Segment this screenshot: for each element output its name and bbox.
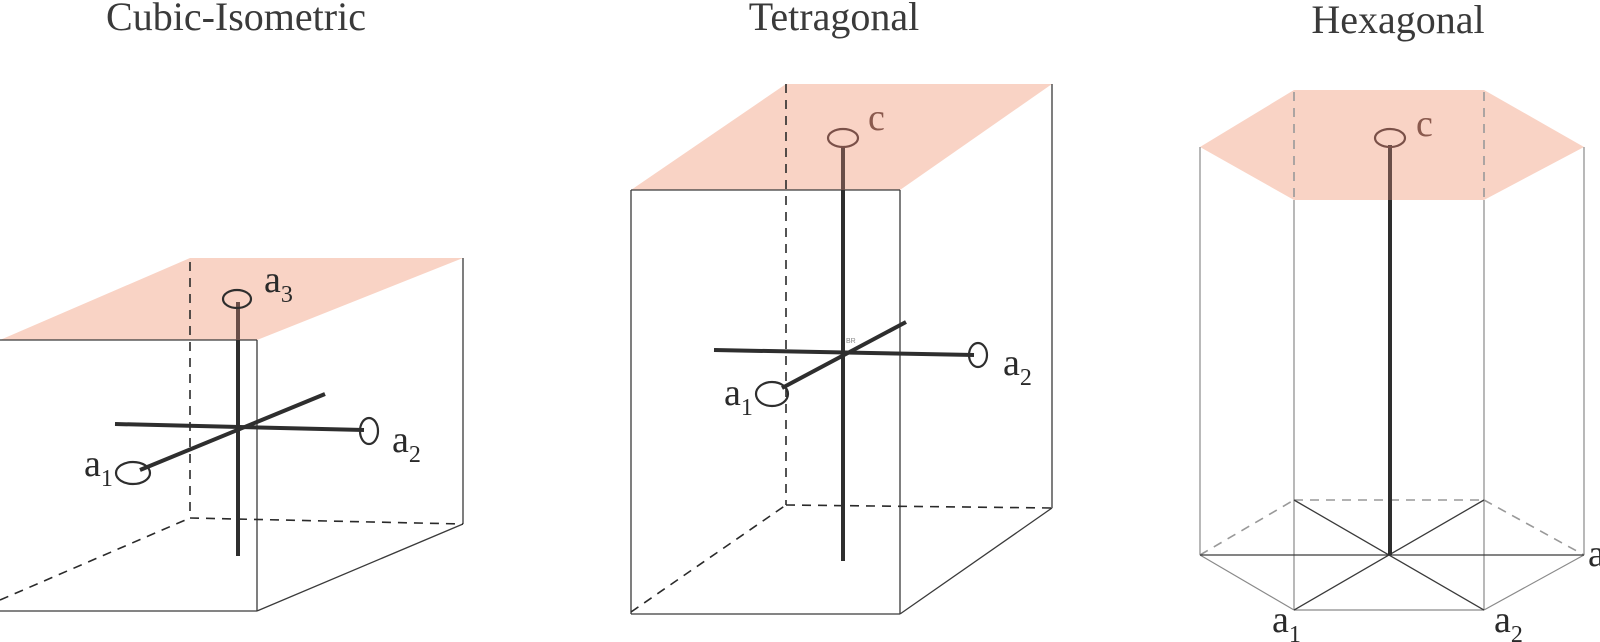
tetragonal-center-mark: BR [846,338,856,345]
cubic-a2-axis-end [358,416,380,446]
tetragonal-c-axis-end [826,127,860,149]
tetragonal-label-a1: a1 [724,372,753,421]
cubic-title: Cubic-Isometric [106,0,366,39]
hexagonal-label-a3-partial: a [1588,533,1600,575]
cubic-label-a3: a3 [264,259,293,308]
hexagonal-c-axis-end [1373,127,1407,149]
tetragonal-a2-axis-end [967,341,989,369]
tetragonal-box-edges [630,84,1053,615]
cubic-label-a2: a2 [392,419,421,468]
cubic-box-edges [0,258,464,612]
hexagonal-prism-edges [1199,147,1585,610]
hexagonal-top-hidden-edges [1293,92,1485,200]
cubic-a3-axis-end [221,288,253,310]
hexagonal-label-a1: a1 [1272,599,1301,642]
hexagonal-title: Hexagonal [1311,0,1484,42]
cubic-axes [114,302,365,556]
cubic-label-a1: a1 [84,443,113,492]
hexagonal-label-a2: a2 [1494,599,1523,642]
tetragonal-label-c: c [868,97,885,139]
cubic-hidden-edges [0,262,464,601]
tetragonal-label-a2: a2 [1003,342,1032,391]
tetragonal-axes [713,146,975,561]
tetragonal-panel: Tetragonal BR c a2 a1 [630,0,1053,615]
tetragonal-title: Tetragonal [749,0,919,39]
cubic-panel: Cubic-Isometric a3 a2 a1 [0,0,464,612]
tetragonal-top-face [631,84,1052,190]
hexagonal-panel: Hexagonal c a1 [1199,0,1600,642]
tetragonal-hidden-edges [630,84,1053,613]
tetragonal-a1-axis-end [754,380,790,408]
cubic-top-face [0,258,463,340]
hexagonal-label-c: c [1416,103,1433,145]
cubic-a1-axis-end [114,460,152,486]
